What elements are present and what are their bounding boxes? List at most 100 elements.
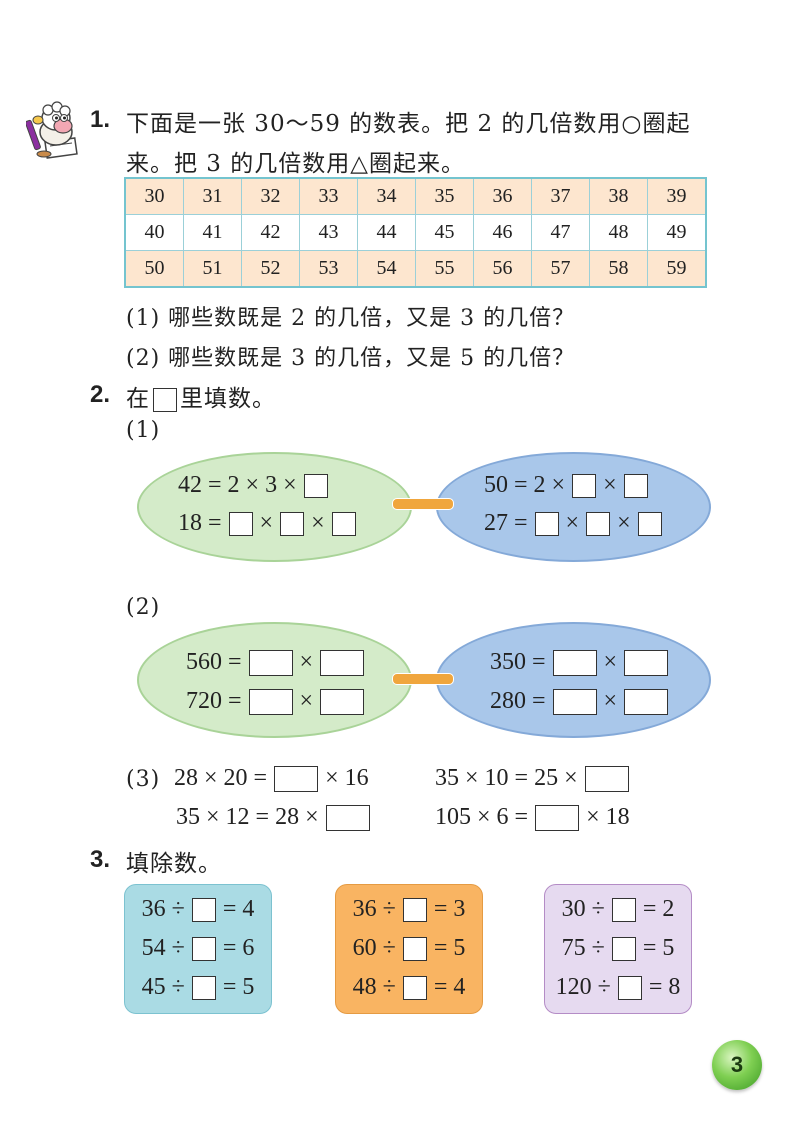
answer-box[interactable] [534,512,559,537]
part-1-label: (1) [126,418,161,443]
answer-box[interactable] [637,512,662,537]
times-sign: × [299,688,314,714]
times-sign: × [617,510,631,536]
table-cell: 50 [124,250,184,288]
answer-box[interactable] [274,766,319,793]
eq-text: = 5 [642,935,675,961]
table-cell: 39 [647,177,707,215]
question-1-text-line2: 来。把 3 的几倍数用△圈起来。 [126,151,465,177]
eq-text: 36 ÷ [141,896,185,922]
eq-text: 35 × 12 = 28 × [176,804,319,830]
answer-box[interactable] [320,650,365,677]
table-cell: 30 [124,177,184,215]
table-cell: 51 [183,250,242,288]
answer-box[interactable] [552,689,597,716]
division-row: 30 ÷ = 2 [545,896,691,923]
eq-text: = 4 [222,896,255,922]
eq-text: 120 ÷ [555,974,611,1000]
answer-box[interactable] [402,937,427,962]
table-cell: 44 [357,214,416,251]
answer-box[interactable] [535,805,580,832]
division-row: 48 ÷ = 4 [336,974,482,1001]
times-sign: × [603,472,617,498]
eq-text: 105 × 6 = [435,804,529,830]
question-1-number: 1. [90,106,111,133]
eq-text: = 6 [222,935,255,961]
question-3-title: 填除数。 [126,851,222,877]
eq-text: 18 = [178,510,222,536]
answer-box[interactable] [228,512,253,537]
table-cell: 42 [241,214,300,251]
answer-box[interactable] [402,898,427,923]
answer-box[interactable] [611,898,636,923]
answer-box[interactable] [584,766,629,793]
answer-box[interactable] [248,650,293,677]
p2-right-eq2: 280 = × [490,688,669,716]
answer-box[interactable] [303,474,328,499]
answer-box[interactable] [623,474,648,499]
answer-box[interactable] [624,689,669,716]
table-cell: 58 [589,250,648,288]
eq-text: 75 ÷ [561,935,605,961]
eq-text: 48 ÷ [352,974,396,1000]
table-cell: 56 [473,250,532,288]
answer-box[interactable] [617,976,642,1001]
connector-link [392,498,454,510]
table-cell: 38 [589,177,648,215]
division-row: 54 ÷ = 6 [125,935,271,962]
table-cell: 49 [647,214,707,251]
answer-box[interactable] [552,650,597,677]
answer-box[interactable] [402,976,427,1001]
eq-text: 560 = [186,649,242,675]
table-cell: 43 [299,214,358,251]
answer-box[interactable] [572,474,597,499]
answer-box[interactable] [325,805,370,832]
answer-box[interactable] [320,689,365,716]
answer-box[interactable] [191,976,216,1001]
division-panel: 36 ÷ = 4 54 ÷ = 6 45 ÷ = 5 [124,884,272,1014]
question-2-suffix: 里填数。 [180,386,276,412]
eq-text: 350 = [490,649,546,675]
answer-box[interactable] [624,650,669,677]
eq-text: 54 ÷ [141,935,185,961]
division-row: 45 ÷ = 5 [125,974,271,1001]
p2-left-eq1: 560 = × [186,649,365,677]
eq-text: 45 ÷ [141,974,185,1000]
table-cell: 45 [415,214,474,251]
table-cell: 31 [183,177,242,215]
table-cell: 36 [473,177,532,215]
table-cell: 32 [241,177,300,215]
eq-text: = 2 [642,896,675,922]
p3-eq-b: 35 × 10 = 25 × [435,765,630,793]
times-sign: × [259,510,274,536]
answer-box[interactable] [611,937,636,962]
question-2-number: 2. [90,381,111,408]
answer-box[interactable] [331,512,356,537]
table-cell: 33 [299,177,358,215]
answer-box[interactable] [191,898,216,923]
eq-text: 30 ÷ [561,896,605,922]
table-cell: 59 [647,250,707,288]
division-panel: 30 ÷ = 2 75 ÷ = 5 120 ÷ = 8 [544,884,692,1014]
question-1-sub2: (2) 哪些数既是 3 的几倍，又是 5 的几倍？ [126,346,576,371]
answer-box[interactable] [248,689,293,716]
p1-left-eq2: 18 = × × [178,510,357,537]
eq-text: × 16 [325,765,369,791]
answer-box-sample [153,388,177,412]
eq-text: 280 = [490,688,546,714]
answer-box[interactable] [280,512,305,537]
eq-text: = 8 [648,974,681,1000]
division-row: 36 ÷ = 4 [125,896,271,923]
eq-text: 27 = [484,510,528,536]
eq-text: 28 × 20 = [174,765,268,791]
part2-left-ellipse [137,622,412,738]
answer-box[interactable] [586,512,611,537]
answer-box[interactable] [191,937,216,962]
times-sign: × [603,688,618,714]
table-cell: 53 [299,250,358,288]
question-1-text-line1: 下面是一张 30～59 的数表。把 2 的几倍数用○圈起 [126,111,691,137]
table-cell: 57 [531,250,590,288]
